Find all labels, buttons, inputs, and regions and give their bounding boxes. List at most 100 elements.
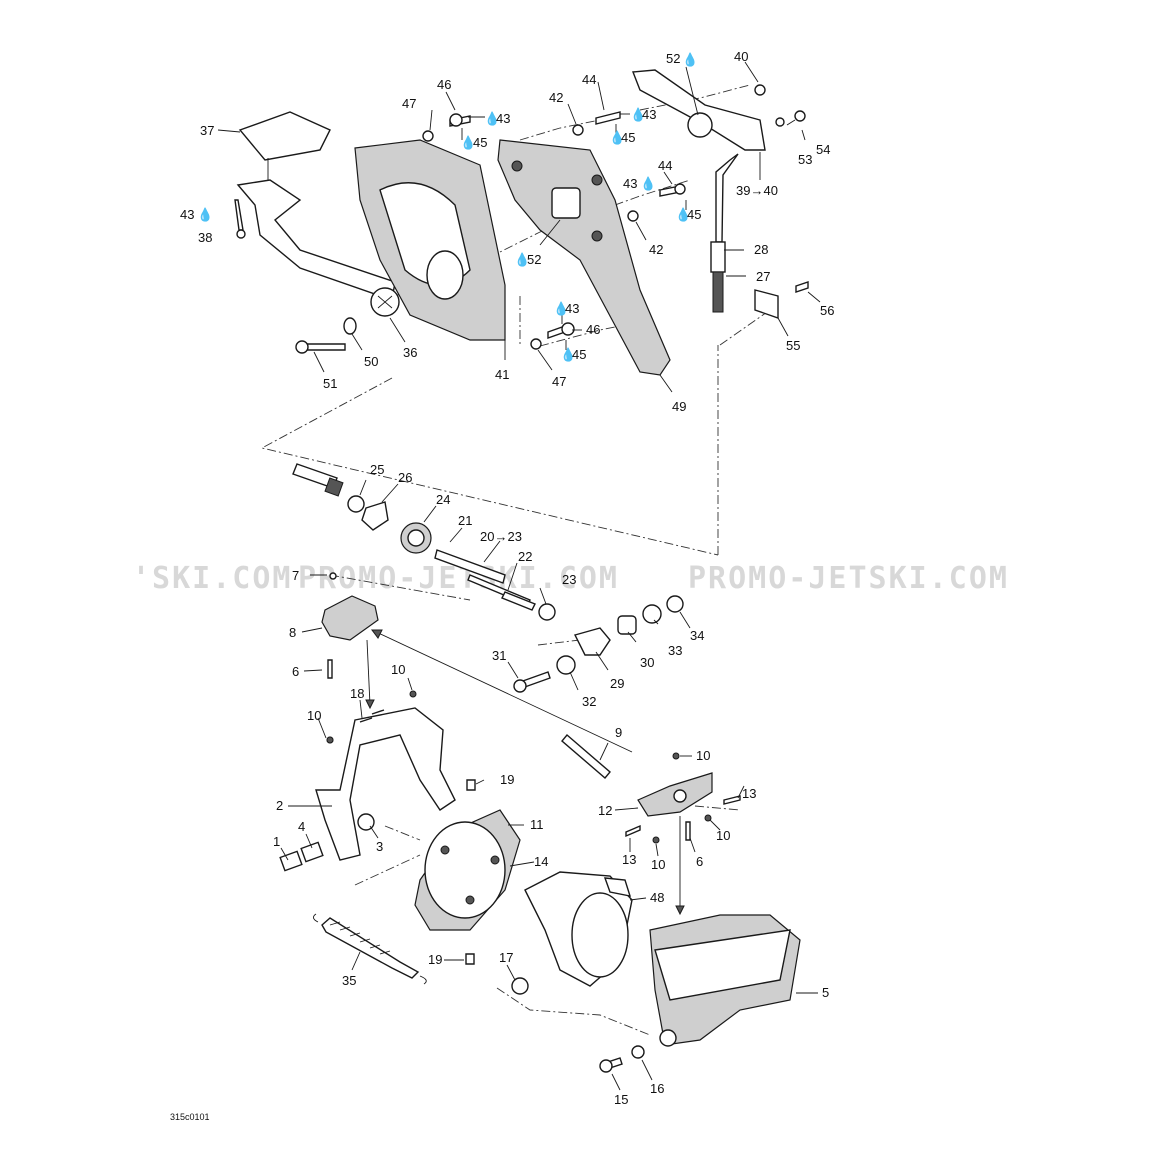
callout-3: 3 — [376, 839, 383, 854]
pin-7 — [329, 572, 337, 580]
callout-55: 55 — [786, 338, 800, 353]
callout-44-top: 44 — [582, 72, 596, 87]
cover-part-37 — [238, 111, 331, 161]
screw-19-lower — [465, 953, 475, 965]
oil-drop-icon: 💧 — [640, 176, 656, 191]
callout-42-mid: 42 — [649, 242, 663, 257]
callout-4: 4 — [298, 819, 305, 834]
callout-53: 53 — [798, 152, 812, 167]
oil-drop-icon: 💧 — [514, 252, 530, 267]
callout-25: 25 — [370, 462, 384, 477]
bushing-17 — [511, 977, 529, 995]
callout-32: 32 — [582, 694, 596, 709]
fitting-29 — [573, 627, 611, 656]
bushing-52 — [551, 187, 581, 219]
oil-drop-icon: 💧 — [197, 207, 213, 222]
callout-45-b: 45 — [621, 130, 635, 145]
sleeve-27 — [710, 241, 726, 273]
callout-44-mid: 44 — [658, 158, 672, 173]
callout-5: 5 — [822, 985, 829, 1000]
callout-7: 7 — [292, 568, 299, 583]
callout-47-top: 47 — [402, 96, 416, 111]
callout-19-lower: 19 — [428, 952, 442, 967]
callout-13-left: 13 — [622, 852, 636, 867]
callout-43-d: 43 — [180, 207, 194, 222]
callout-17: 17 — [499, 950, 513, 965]
callout-14: 14 — [534, 854, 548, 869]
callout-26: 26 — [398, 470, 412, 485]
callout-23: 23 — [562, 572, 576, 587]
callout-6-lower: 6 — [696, 854, 703, 869]
callout-43-e: 43 — [565, 301, 579, 316]
washer-25 — [347, 495, 365, 513]
link-rod-9 — [561, 734, 611, 779]
callout-43-a: 43 — [496, 111, 510, 126]
callout-24: 24 — [436, 492, 450, 507]
callout-30: 30 — [640, 655, 654, 670]
callout-45-c: 45 — [687, 207, 701, 222]
callout-10-c: 10 — [696, 748, 710, 763]
oil-drop-icon: 💧 — [560, 347, 576, 362]
callout-37: 37 — [200, 123, 214, 138]
callout-45-d: 45 — [572, 347, 586, 362]
oil-drop-icon: 💧 — [675, 207, 691, 222]
callout-20-to-23: 20→23 — [480, 529, 522, 544]
plate-49 — [497, 139, 671, 376]
callout-46-mid: 46 — [586, 322, 600, 337]
callout-19-upper: 19 — [500, 772, 514, 787]
callout-22: 22 — [518, 549, 532, 564]
callout-13-right: 13 — [742, 786, 756, 801]
callout-28: 28 — [754, 242, 768, 257]
callout-54: 54 — [816, 142, 830, 157]
oil-drop-icon: 💧 — [484, 111, 500, 126]
callout-34: 34 — [690, 628, 704, 643]
callout-35: 35 — [342, 973, 356, 988]
callout-33: 33 — [668, 643, 682, 658]
washer-33 — [642, 604, 662, 624]
washer-16 — [631, 1045, 645, 1059]
callout-56: 56 — [820, 303, 834, 318]
nut-23 — [538, 603, 556, 621]
callout-1: 1 — [273, 834, 280, 849]
oil-drop-icon: 💧 — [682, 52, 698, 67]
callout-2: 2 — [276, 798, 283, 813]
callout-43-c: 43 — [623, 176, 637, 191]
callout-42-top: 42 — [549, 90, 563, 105]
callout-10-e: 10 — [651, 857, 665, 872]
callout-21: 21 — [458, 513, 472, 528]
shaft-assembly — [292, 463, 684, 693]
bolt-1 — [279, 850, 303, 872]
callout-31: 31 — [492, 648, 506, 663]
figure-reference: 315c0101 — [170, 1112, 210, 1122]
spacer-30 — [617, 615, 637, 635]
callout-48: 48 — [650, 890, 664, 905]
oil-drop-icon: 💧 — [553, 301, 569, 316]
callout-50: 50 — [364, 354, 378, 369]
clip-26 — [361, 501, 389, 531]
callout-6-upper: 6 — [292, 664, 299, 679]
washer-32 — [556, 655, 576, 675]
callout-36: 36 — [403, 345, 417, 360]
callout-10-b: 10 — [307, 708, 321, 723]
spacer-4 — [300, 841, 324, 863]
callout-49: 49 — [672, 399, 686, 414]
callout-15: 15 — [614, 1092, 628, 1107]
callout-18: 18 — [350, 686, 364, 701]
callout-41: 41 — [495, 367, 509, 382]
callout-10-a: 10 — [391, 662, 405, 677]
lever-39 — [632, 69, 766, 151]
callout-52-top: 52 — [666, 51, 680, 66]
rod-28 — [715, 153, 739, 243]
oil-drop-icon: 💧 — [609, 130, 625, 145]
callout-8: 8 — [289, 625, 296, 640]
callout-12: 12 — [598, 803, 612, 818]
callout-27: 27 — [756, 269, 770, 284]
callout-11: 11 — [530, 817, 544, 832]
callout-38: 38 — [198, 230, 212, 245]
watermark-text-left: 'SKI.COM — [132, 561, 293, 596]
callout-40: 40 — [734, 49, 748, 64]
frame-2 — [315, 707, 456, 861]
callout-47-mid: 47 — [552, 374, 566, 389]
callout-labels: 52 💧 40 46 47 💧 43 💧 45 42 44 💧 43 💧 45 … — [180, 49, 834, 1107]
